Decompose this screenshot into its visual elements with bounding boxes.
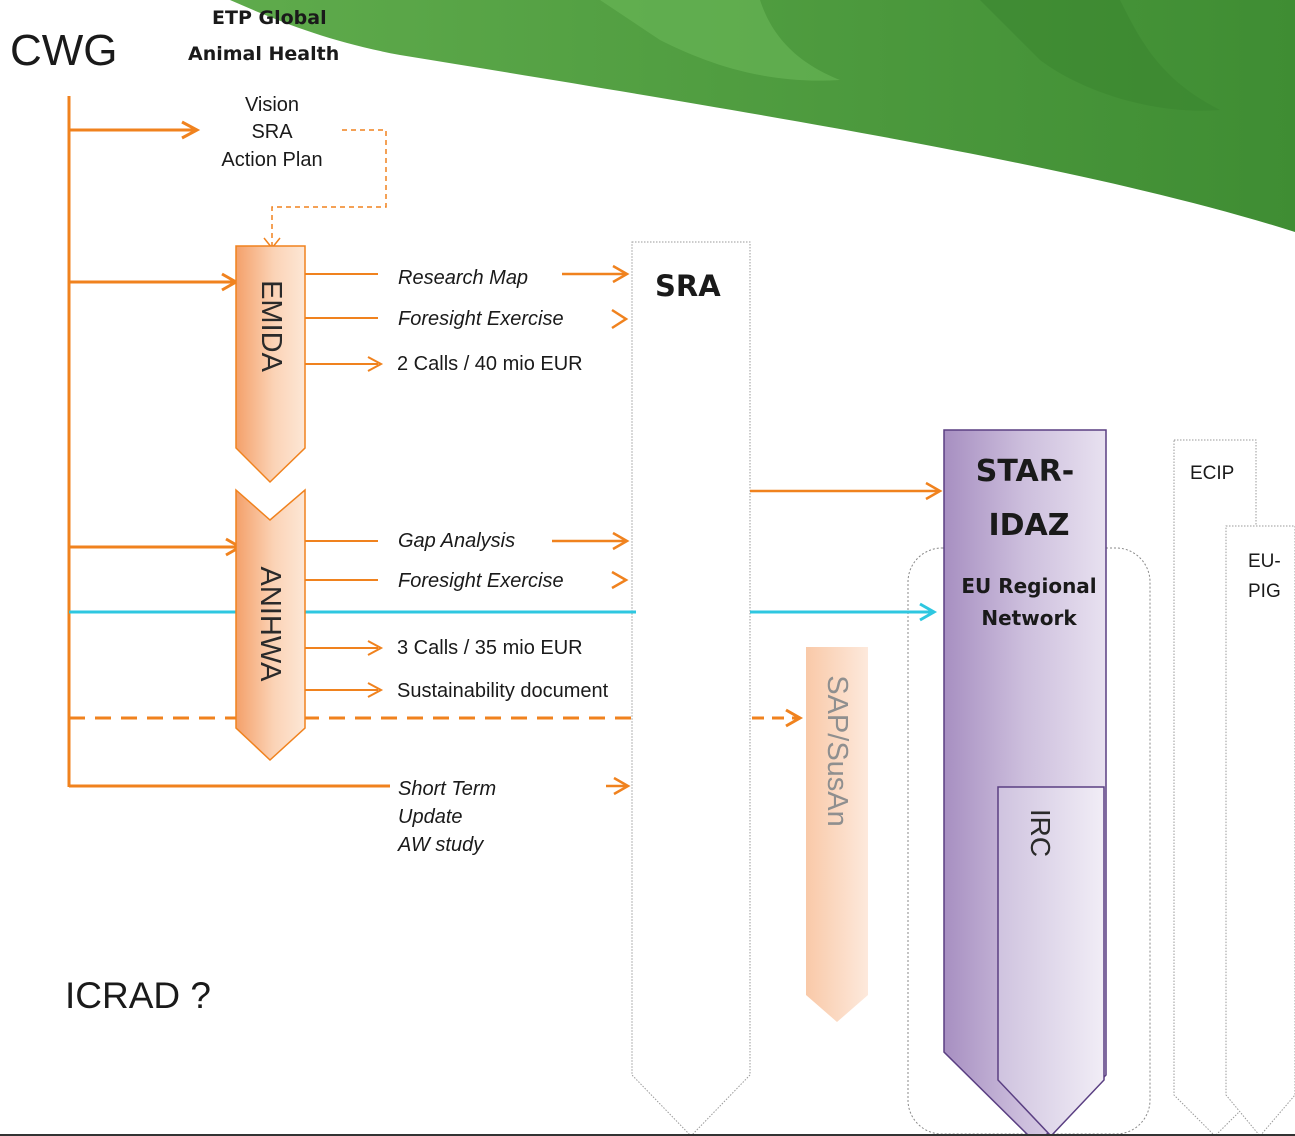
header-green-shading-2: [980, 0, 1220, 111]
short-term-arrowhead: [613, 776, 631, 796]
vision-action-plan-text: Action Plan: [221, 149, 323, 171]
sra-column: [631, 241, 751, 1136]
short-term-text: Short Term: [398, 778, 497, 800]
sap-susan-label: SAP/SusAn: [821, 675, 853, 827]
emida-foresight-arrowhead: [611, 308, 629, 330]
star-idaz-title-line1: STAR-: [975, 454, 1075, 489]
emida-arrow-box: [235, 245, 306, 484]
eu-pig-label-line1: EU-: [1248, 551, 1281, 572]
etp-title-line2: Animal Health: [188, 43, 340, 65]
anihwa-label: ANIHWA: [254, 566, 286, 682]
irc-arrow: [997, 786, 1105, 1136]
icrad-label: ICRAD ?: [65, 975, 211, 1016]
sap-susan-arrow: [806, 647, 868, 1022]
anihwa-sustainability-document: Sustainability document: [397, 678, 609, 704]
eu-pig-column: [1225, 525, 1295, 1136]
anihwa-calls: 3 Calls / 35 mio EUR: [397, 637, 583, 659]
anihwa-gap-analysis: Gap Analysis: [398, 530, 516, 552]
emida-out-arrowhead-3: [367, 356, 384, 372]
sra-to-star-idaz-arrowhead: [925, 481, 943, 501]
trunk-to-vision-arrowhead: [181, 120, 201, 140]
star-idaz-title-line2: IDAZ: [988, 508, 1070, 543]
eu-regional-network-line1: EU Regional: [961, 574, 1097, 598]
anihwa-out-arrowhead-4: [367, 682, 384, 698]
short-term-update-text: Update: [398, 806, 463, 828]
eu-pig-label-line2: PIG: [1248, 581, 1281, 602]
anihwa-out-arrowhead-3: [367, 640, 384, 656]
emida-calls: 2 Calls / 40 mio EUR: [397, 353, 583, 375]
anihwa-foresight-exercise: Foresight Exercise: [398, 570, 564, 592]
ecip-label: ECIP: [1190, 463, 1235, 484]
emida-foresight-exercise: Foresight Exercise: [398, 308, 564, 330]
anihwa-arrow-box: [235, 488, 306, 762]
emida-research-map-arrowhead: [612, 264, 630, 284]
short-term-aw-study-text: AW study: [398, 834, 484, 856]
header-green-band: [230, 0, 1295, 232]
anihwa-foresight-arrowhead: [611, 570, 629, 590]
anihwa-gap-arrowhead: [612, 531, 630, 551]
emida-research-map: Research Map: [398, 267, 529, 289]
irc-label: IRC: [1025, 808, 1056, 858]
vision-to-emida-connector: [271, 129, 387, 248]
emida-label: EMIDA: [255, 280, 287, 372]
sra-column-title: SRA: [655, 269, 721, 303]
dashed-line-to-sap-arrowhead: [785, 708, 804, 728]
header-green-shading: [600, 0, 840, 81]
eu-regional-network-line2: Network: [981, 606, 1077, 630]
etp-title-line1: ETP Global: [212, 7, 327, 29]
vision-sra-text: SRA: [251, 121, 293, 143]
cwg-title: CWG: [10, 26, 118, 75]
vision-text: Vision: [244, 94, 300, 116]
cyan-network-arrowhead: [919, 602, 938, 622]
